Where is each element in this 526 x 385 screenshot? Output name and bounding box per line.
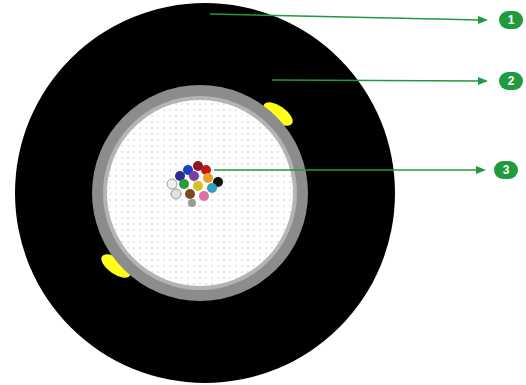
loose-tube: [92, 85, 308, 301]
callout-number: 3: [494, 161, 518, 179]
gel-filling: [107, 100, 293, 286]
callout-number: 1: [499, 11, 523, 29]
fiber-bundle: [167, 161, 223, 207]
leader-lines: [210, 14, 488, 174]
callout-number: 2: [499, 72, 523, 90]
loose-tube-inner: [103, 96, 297, 290]
outer-sheath: [15, 3, 395, 383]
